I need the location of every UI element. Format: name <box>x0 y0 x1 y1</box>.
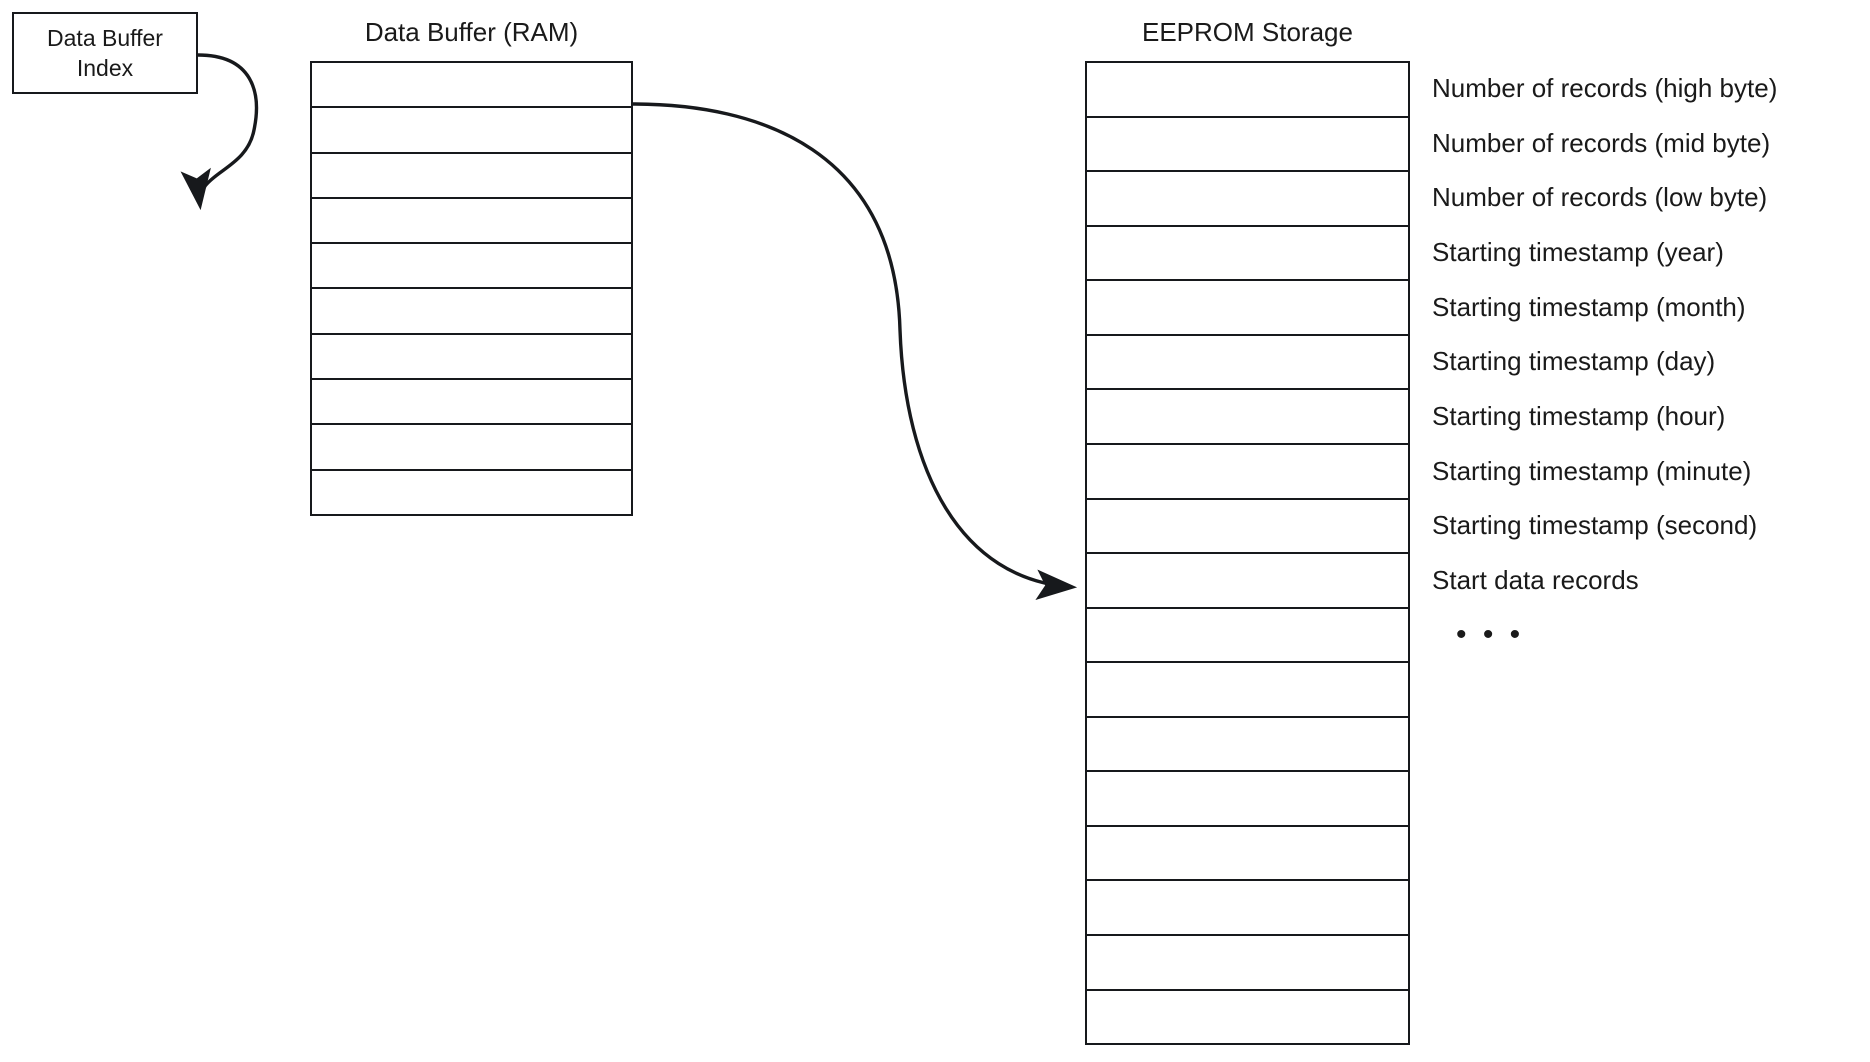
eeprom-storage-row <box>1087 772 1408 827</box>
eeprom-storage-row <box>1087 990 1408 1044</box>
data-buffer-index-label-line2: Index <box>76 55 134 81</box>
eeprom-row-label-list: Number of records (high byte) Number of r… <box>1432 61 1862 1045</box>
data-buffer-index-box: Data Buffer Index <box>12 12 198 94</box>
eeprom-row-label: Starting timestamp (second) <box>1432 510 1758 541</box>
eeprom-storage-row <box>1087 335 1408 391</box>
data-buffer-ram-title: Data Buffer (RAM) <box>364 17 579 47</box>
eeprom-storage-row <box>1087 826 1408 882</box>
data-buffer-ram-row <box>312 63 631 109</box>
data-buffer-ram-row <box>312 334 631 381</box>
data-buffer-ram-row <box>312 470 631 514</box>
eeprom-storage-row <box>1087 117 1408 173</box>
eeprom-row-label: Number of records (high byte) <box>1432 73 1778 103</box>
eeprom-storage-row <box>1087 444 1408 500</box>
data-buffer-ram-row <box>312 153 631 199</box>
eeprom-storage-row <box>1087 717 1408 773</box>
eeprom-row-label: Starting timestamp (minute) <box>1432 455 1752 486</box>
data-buffer-ram-table <box>310 61 633 516</box>
eeprom-storage-row <box>1087 226 1408 282</box>
ram-to-eeprom-arrow <box>632 102 1078 601</box>
eeprom-storage-title: EEPROM Storage <box>1142 17 1353 47</box>
eeprom-storage-row <box>1087 608 1408 664</box>
eeprom-row-label: Start data records <box>1432 565 1639 595</box>
data-buffer-ram-row <box>312 244 631 290</box>
data-buffer-ram-row <box>312 380 631 426</box>
eeprom-row-label: Number of records (mid byte) <box>1432 127 1771 158</box>
eeprom-row-label: • • • <box>1456 617 1525 651</box>
data-buffer-ram-row <box>312 425 631 471</box>
data-buffer-ram-row <box>312 108 631 154</box>
eeprom-row-label: Starting timestamp (hour) <box>1432 401 1726 431</box>
eeprom-row-label: Starting timestamp (year) <box>1432 237 1724 267</box>
eeprom-storage-row <box>1087 281 1408 336</box>
eeprom-storage-row <box>1087 663 1408 718</box>
eeprom-storage-row <box>1087 63 1408 118</box>
data-buffer-ram-row <box>312 198 631 245</box>
eeprom-storage-row <box>1087 554 1408 609</box>
eeprom-storage-row <box>1087 172 1408 227</box>
index-to-ram-arrow <box>180 53 259 211</box>
eeprom-storage-row <box>1087 936 1408 991</box>
eeprom-row-label: Starting timestamp (day) <box>1432 346 1716 377</box>
eeprom-storage-row <box>1087 390 1408 445</box>
eeprom-storage-row <box>1087 881 1408 936</box>
data-buffer-index-label-line1: Data Buffer <box>47 25 163 51</box>
eeprom-storage-row <box>1087 499 1408 555</box>
eeprom-row-label: Starting timestamp (month) <box>1432 291 1746 322</box>
data-buffer-ram-row <box>312 289 631 335</box>
eeprom-row-label: Number of records (low byte) <box>1432 182 1768 213</box>
eeprom-storage-table <box>1085 61 1410 1045</box>
